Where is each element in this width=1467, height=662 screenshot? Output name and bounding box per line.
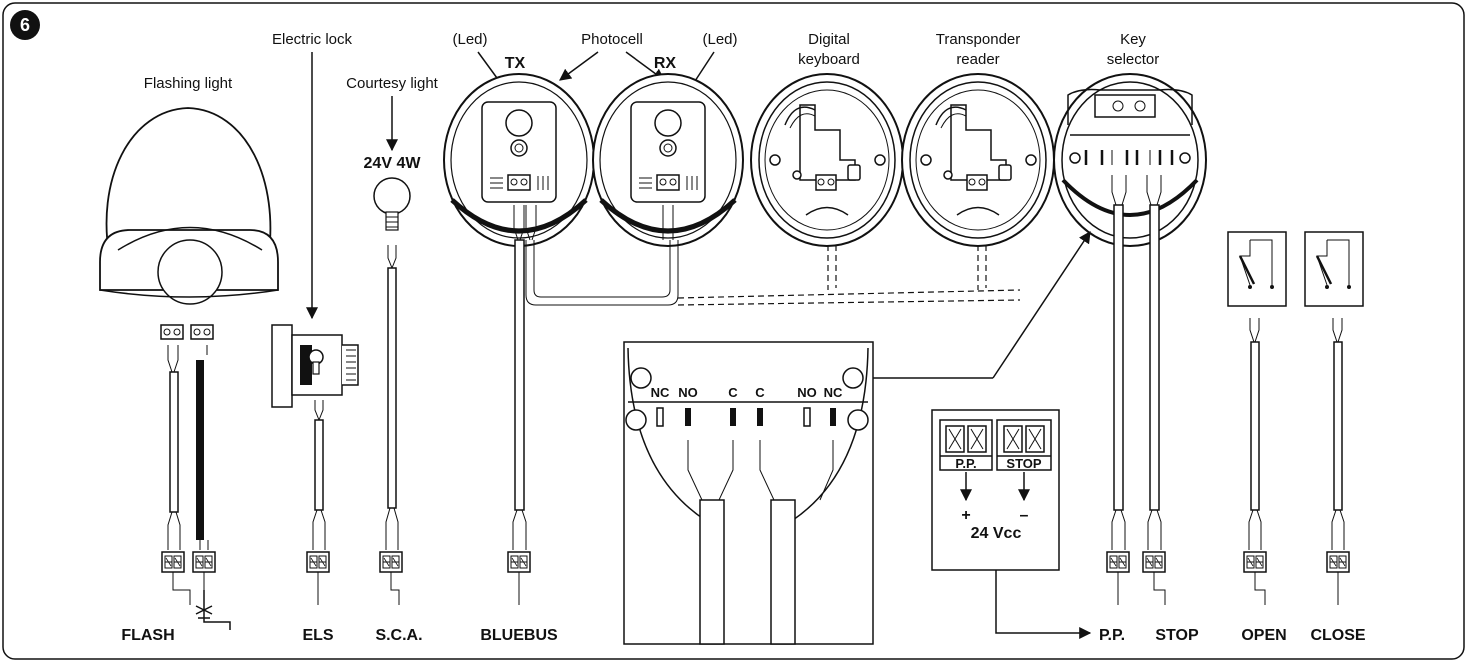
power-stop-label: STOP (1006, 456, 1041, 471)
figure-number: 6 (20, 15, 30, 35)
key-selector-label-2: selector (1107, 51, 1160, 68)
photocell: Photocell (Led) (Led) TX RX (452, 31, 738, 106)
power-voltage: 24 Vcc (971, 525, 1022, 542)
terminal-close-block (1326, 551, 1350, 573)
terminal-open-block (1243, 551, 1267, 573)
terminal-flash-block (161, 551, 185, 573)
rx-led-label: (Led) (702, 31, 737, 48)
terminal-open-label: OPEN (1241, 627, 1286, 644)
courtesy-light-label: Courtesy light (346, 75, 439, 92)
power-plus: + (961, 507, 970, 524)
figure-badge: 6 (10, 10, 40, 40)
bluebus-wiring (512, 205, 1021, 550)
terminal-flash-label: FLASH (121, 627, 174, 644)
transponder-label-1: Transponder (936, 31, 1021, 48)
terminal-els-label: ELS (302, 627, 333, 644)
close-switch (1304, 231, 1364, 550)
electric-lock-label: Electric lock (272, 31, 353, 48)
tx-label: TX (505, 55, 526, 72)
detail-contact-2: NO (678, 385, 698, 400)
rx-label: RX (654, 55, 677, 72)
terminal-close-label: CLOSE (1310, 627, 1365, 644)
photocell-rx (592, 73, 744, 247)
key-selector: Key selector (1053, 31, 1207, 550)
power-pp-label: P.P. (955, 456, 976, 471)
terminal-blocks (161, 551, 1350, 605)
detail-contact-3: C (728, 385, 738, 400)
open-switch (1227, 231, 1287, 550)
tx-led-label: (Led) (452, 31, 487, 48)
courtesy-light: Courtesy light 24V 4W (346, 75, 439, 550)
power-supply-box: P.P. STOP + – 24 Vcc (931, 409, 1092, 639)
power-minus: – (1020, 507, 1029, 524)
terminal-pp-block (1106, 551, 1130, 573)
terminal-sca-block (379, 551, 403, 573)
detail-contact-1: NC (651, 385, 670, 400)
transponder-reader: Transponder reader (901, 31, 1055, 247)
photocell-label: Photocell (581, 31, 643, 48)
keyboard-label-1: Digital (808, 31, 850, 48)
terminal-pp-label: P.P. (1099, 627, 1125, 644)
terminal-sca-label: S.C.A. (375, 627, 422, 644)
electric-lock: Electric lock (271, 31, 359, 550)
terminal-bluebus-block (507, 551, 531, 573)
lamp-ground-icon (195, 590, 231, 630)
photocell-tx (443, 73, 595, 247)
transponder-label-2: reader (956, 51, 999, 68)
detail-contact-4: C (755, 385, 765, 400)
terminal-stop-label: STOP (1155, 627, 1199, 644)
flashing-light-label: Flashing light (144, 75, 233, 92)
keyboard-label-2: keyboard (798, 51, 860, 68)
terminal-stop-block (1142, 551, 1166, 573)
terminal-bluebus-label: BLUEBUS (480, 627, 558, 644)
terminal-lamp-block (192, 551, 216, 573)
courtesy-light-spec: 24V 4W (364, 155, 422, 172)
key-selector-label-1: Key (1120, 31, 1146, 48)
flashing-light: Flashing light (99, 75, 279, 550)
detail-contact-5: NO (797, 385, 817, 400)
digital-keyboard: Digital keyboard (750, 31, 904, 247)
key-selector-detail: NC NO C C NO NC (623, 231, 1091, 645)
detail-contact-6: NC (824, 385, 843, 400)
terminal-els-block (306, 551, 330, 573)
